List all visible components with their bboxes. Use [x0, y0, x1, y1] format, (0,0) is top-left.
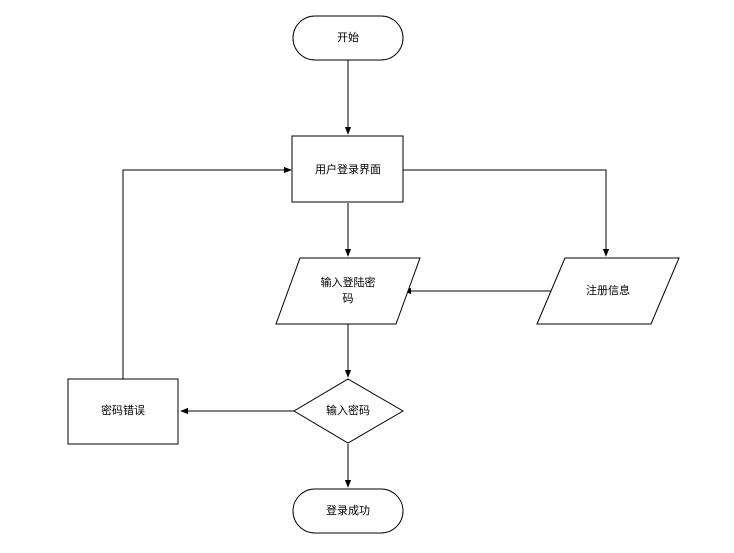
- input-password-label-line1: 输入登陆密: [321, 275, 376, 289]
- edge-error-to-login: [122, 166, 292, 379]
- register-info-node: 注册信息: [536, 257, 680, 325]
- input-password-node: 输入登陆密 码: [275, 257, 421, 325]
- password-error-label: 密码错误: [101, 403, 145, 417]
- password-error-node: 密码错误: [67, 378, 179, 445]
- login-screen-node: 用户登录界面: [291, 135, 404, 203]
- start-label: 开始: [337, 30, 359, 44]
- check-password-node: 输入密码: [293, 378, 404, 444]
- login-success-label: 登录成功: [326, 503, 370, 517]
- login-success-node: 登录成功: [292, 488, 404, 534]
- edge-login-to-register: [403, 169, 610, 257]
- input-password-label-line2: 码: [343, 292, 354, 305]
- register-info-label: 注册信息: [586, 283, 630, 297]
- check-password-label: 输入密码: [326, 403, 370, 417]
- start-node: 开始: [292, 15, 404, 61]
- login-screen-label: 用户登录界面: [315, 162, 381, 176]
